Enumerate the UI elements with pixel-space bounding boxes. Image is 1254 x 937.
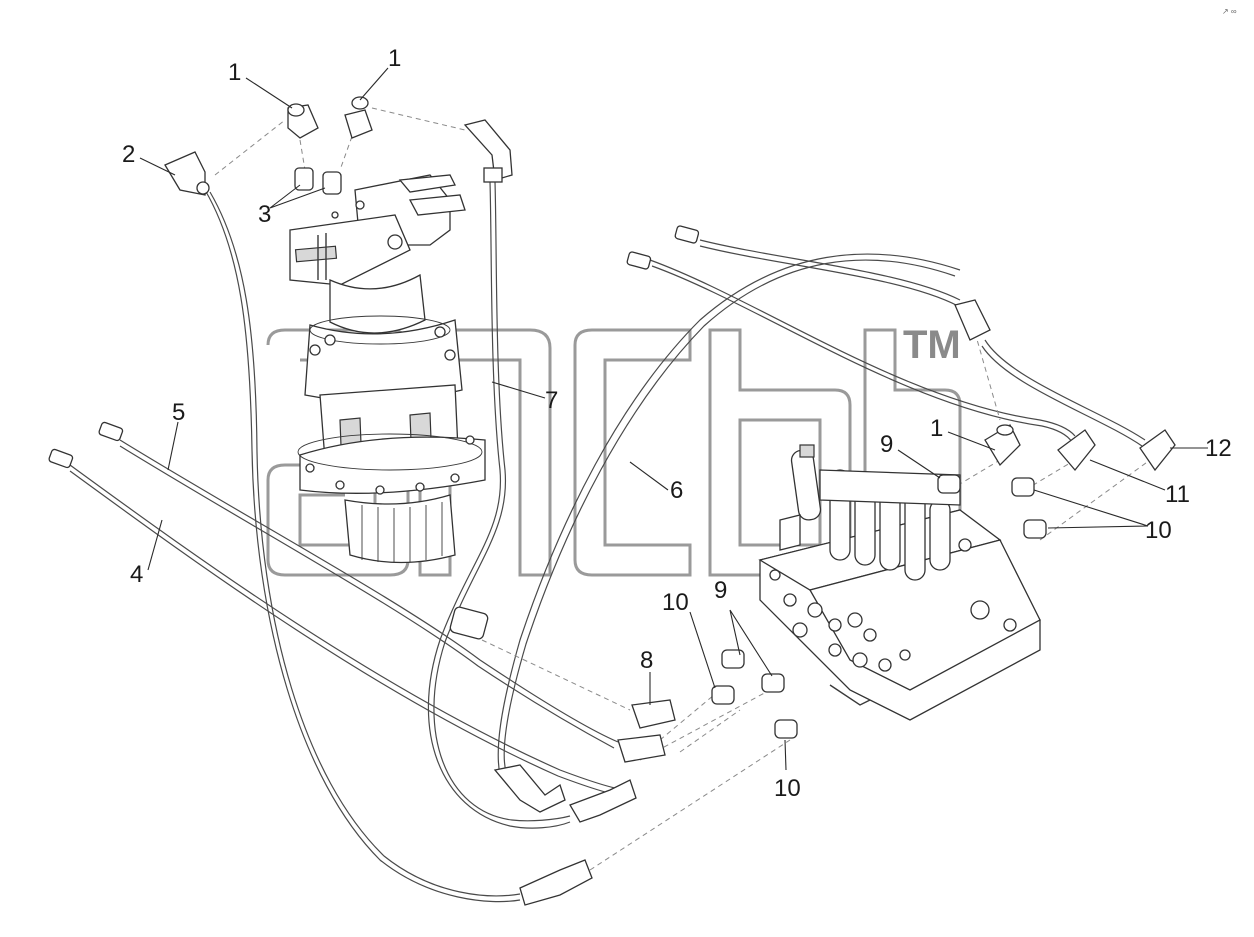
callout-6: 6 bbox=[670, 477, 683, 504]
elbow-fitting-11 bbox=[1057, 429, 1096, 472]
callout-1c: 1 bbox=[930, 415, 943, 442]
control-valve-block bbox=[758, 444, 1041, 721]
callout-11: 11 bbox=[1165, 481, 1190, 508]
callout-9-upper: 9 bbox=[880, 431, 893, 458]
bent-hose-end-b bbox=[569, 779, 637, 823]
callout-5: 5 bbox=[172, 399, 185, 426]
bent-hose-end-c bbox=[519, 859, 593, 906]
callout-1a: 1 bbox=[228, 59, 241, 86]
callout-4: 4 bbox=[130, 561, 143, 588]
plug-9-lower-b bbox=[761, 673, 785, 693]
hose-end-4 bbox=[48, 448, 74, 469]
callout-10-lower: 10 bbox=[774, 775, 801, 802]
plug-10-lower-b bbox=[774, 719, 798, 739]
callout-7: 7 bbox=[545, 387, 558, 414]
elbow-fitting-12 bbox=[1139, 429, 1176, 472]
callout-2: 2 bbox=[122, 141, 135, 168]
adapter-fittings-3 bbox=[294, 167, 342, 195]
callout-8: 8 bbox=[640, 647, 653, 674]
elbow-fitting-1a bbox=[287, 103, 319, 139]
plug-9-upper bbox=[937, 474, 961, 494]
callout-3: 3 bbox=[258, 201, 271, 228]
plug-9-lower-a bbox=[721, 649, 745, 669]
plug-10-lower-a bbox=[711, 685, 735, 705]
hose-end-b bbox=[626, 251, 652, 270]
elbow-fitting-1c bbox=[984, 424, 1021, 467]
swing-motor-assembly bbox=[289, 174, 486, 564]
leader-lines bbox=[139, 67, 1208, 771]
hose-end-a bbox=[674, 225, 700, 244]
straight-fitting-right bbox=[954, 299, 991, 341]
plug-10-upper-a bbox=[1011, 477, 1035, 497]
tee-fitting-8 bbox=[617, 699, 676, 763]
corner-mark: ↗ ∞ bbox=[1222, 7, 1237, 16]
hose-coupling bbox=[449, 606, 489, 640]
hose-end-5 bbox=[98, 421, 124, 442]
elbow-fitting-1b bbox=[344, 96, 373, 139]
fittings bbox=[48, 96, 1176, 906]
callout-1b: 1 bbox=[388, 45, 401, 72]
callout-labels: 1 1 2 3 7 5 4 6 9 1 12 11 10 10 9 8 10 bbox=[122, 45, 1232, 802]
bent-hose-end-a bbox=[493, 764, 566, 813]
hose-end-top bbox=[463, 119, 513, 183]
hoses bbox=[69, 181, 1146, 903]
trademark-symbol: TM bbox=[903, 323, 961, 367]
callout-10-upper: 10 bbox=[1145, 517, 1172, 544]
callout-9-lower: 9 bbox=[714, 577, 727, 604]
plug-10-upper-b bbox=[1023, 519, 1047, 539]
callout-10-mid: 10 bbox=[662, 589, 689, 616]
elbow-fitting-2 bbox=[164, 151, 210, 196]
callout-12: 12 bbox=[1205, 435, 1232, 462]
